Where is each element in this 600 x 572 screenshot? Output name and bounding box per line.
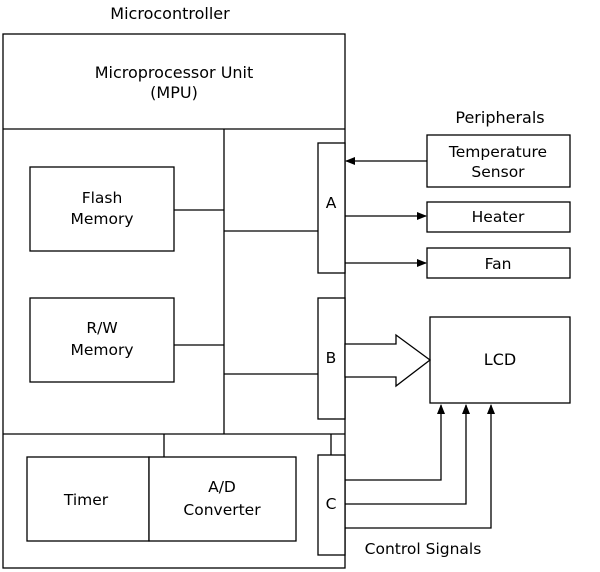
port-b xyxy=(317,297,346,420)
control-signal-1-arrow xyxy=(345,404,445,481)
mpu-label-line2: (MPU) xyxy=(150,83,198,102)
control-signal-2-arrow xyxy=(345,404,470,505)
port-c xyxy=(317,454,346,556)
heater-label: Heater xyxy=(472,208,525,226)
port-a-label: A xyxy=(326,194,337,212)
ad-converter-block xyxy=(148,456,297,542)
heater-block xyxy=(426,201,571,233)
timer-label: Timer xyxy=(63,491,109,509)
lcd-label: LCD xyxy=(484,350,516,369)
flash-memory-block xyxy=(29,166,175,252)
port-a xyxy=(317,142,346,274)
ad-converter-label-line2: Converter xyxy=(183,501,261,519)
ad-converter-label-line1: A/D xyxy=(208,478,236,496)
temperature-sensor-label-line1: Temperature xyxy=(448,143,547,161)
temperature-sensor-label-line2: Sensor xyxy=(471,163,525,181)
port-b-to-lcd-data-arrow xyxy=(344,333,432,388)
flash-memory-label-line2: Memory xyxy=(70,210,133,228)
peripherals-title: Peripherals xyxy=(455,108,544,127)
fan-label: Fan xyxy=(485,255,512,273)
rw-memory-label-line1: R/W xyxy=(86,319,117,337)
flash-memory-label-line1: Flash xyxy=(82,189,123,207)
rw-memory-label-line2: Memory xyxy=(70,341,133,359)
timer-block xyxy=(26,456,150,542)
control-signal-3-arrow xyxy=(345,404,495,529)
microcontroller-title: Microcontroller xyxy=(110,4,230,23)
fan-block xyxy=(426,247,571,279)
control-signals-label: Control Signals xyxy=(365,540,482,558)
temperature-sensor-block xyxy=(426,134,571,188)
mpu-label-line1: Microprocessor Unit xyxy=(95,63,254,82)
port-b-label: B xyxy=(326,349,337,367)
port-c-label: C xyxy=(326,495,337,513)
rw-memory-block xyxy=(29,297,175,383)
